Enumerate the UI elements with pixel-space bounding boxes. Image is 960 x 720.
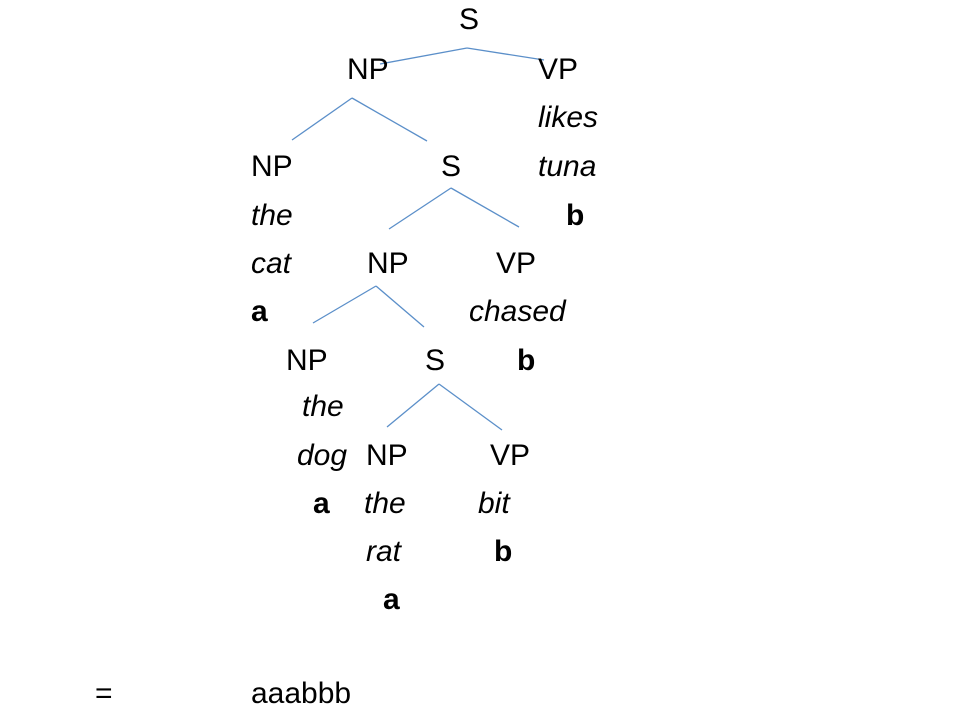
word-rat: rat — [366, 535, 402, 568]
node-s1: S — [441, 150, 462, 183]
mark-b-bit: b — [494, 535, 513, 568]
word-the-cat: the — [251, 199, 293, 232]
word-cat: cat — [251, 247, 292, 280]
node-np-s1: NP — [367, 247, 409, 280]
node-np-cat: NP — [251, 150, 293, 183]
mark-b-top: b — [566, 199, 585, 232]
edge-np-np — [291, 97, 353, 141]
node-vp-s1: VP — [496, 247, 537, 280]
node-s-root: S — [459, 3, 480, 36]
node-np-top: NP — [347, 53, 389, 86]
edge-s2-np — [386, 383, 440, 428]
word-the-rat: the — [364, 487, 406, 520]
word-dog: dog — [297, 439, 348, 472]
edge-np-s — [351, 97, 428, 142]
edge-s1-np — [388, 187, 452, 230]
mark-a-rat: a — [383, 583, 400, 616]
edge-s-vp — [466, 47, 545, 61]
mark-b-chased: b — [517, 344, 536, 377]
word-likes: likes — [538, 101, 599, 134]
node-np-s2: NP — [366, 439, 408, 472]
word-chased: chased — [469, 295, 566, 328]
word-bit: bit — [478, 487, 510, 520]
mark-a-dog: a — [313, 487, 330, 520]
node-vp-s2: VP — [490, 439, 531, 472]
word-the-dog: the — [302, 390, 344, 423]
result-string: aaabbb — [251, 677, 352, 710]
node-vp-top: VP — [538, 53, 579, 86]
word-tuna: tuna — [538, 150, 597, 183]
edge-s1-vp — [450, 187, 520, 228]
edge-np-np-dog — [312, 285, 377, 324]
equals-sign: = — [95, 677, 113, 710]
mark-a-cat: a — [251, 295, 268, 328]
node-s2: S — [425, 344, 446, 377]
node-np-dog: NP — [286, 344, 328, 377]
edge-np-s2 — [375, 285, 425, 328]
edge-s-np — [379, 47, 468, 65]
edge-s2-vp — [438, 383, 503, 431]
